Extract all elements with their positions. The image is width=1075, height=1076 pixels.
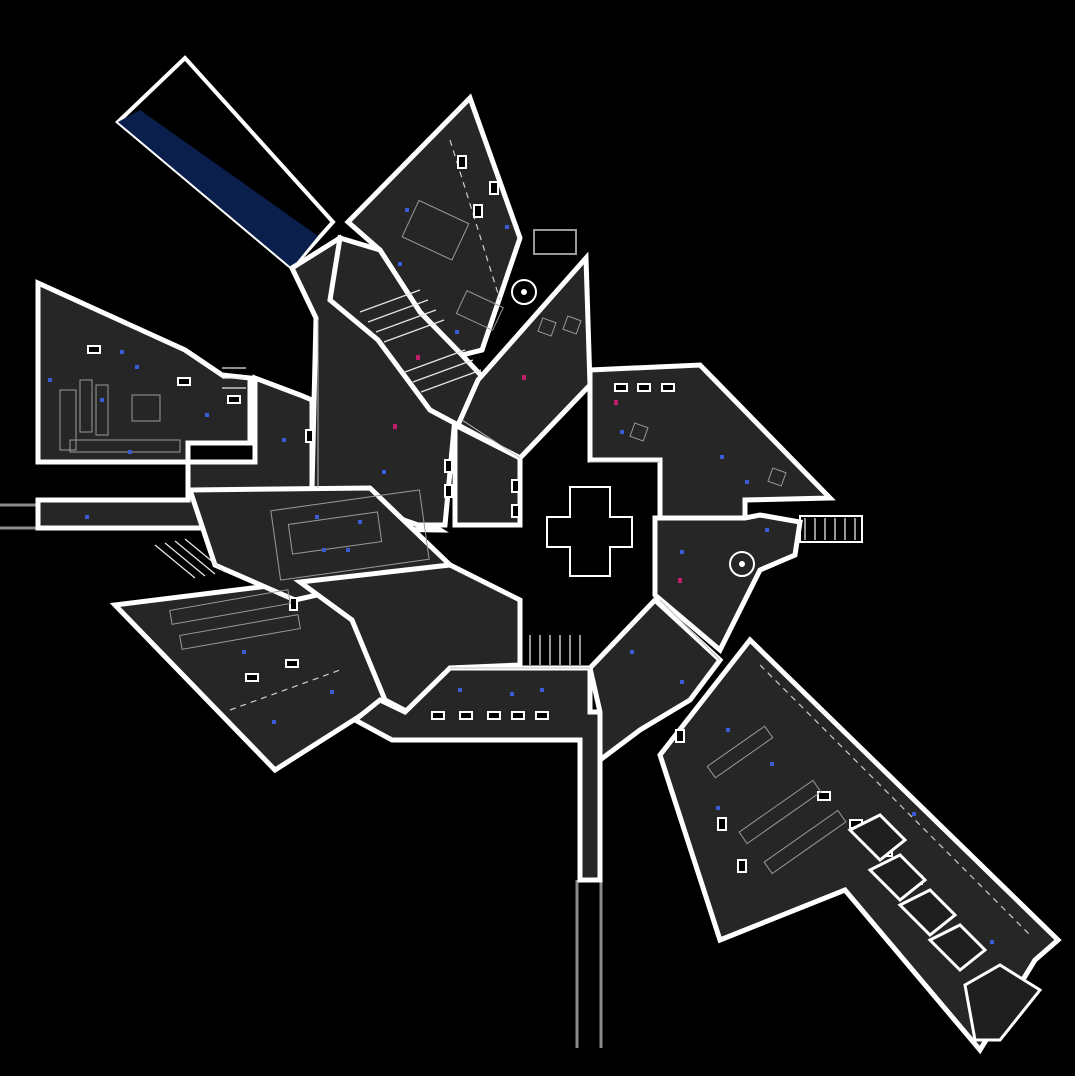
wing-west-upper — [35, 279, 253, 465]
access-road-west — [0, 503, 40, 530]
building-shell — [35, 93, 1062, 1055]
access-road-south — [575, 880, 603, 1048]
accent-markers — [393, 355, 682, 583]
hall-central-north — [452, 420, 523, 528]
stair-east-frame — [799, 515, 863, 543]
service-rooms-southeast — [847, 813, 1043, 1042]
water-wedge-fill — [118, 110, 318, 268]
straight-stair-icon — [154, 289, 856, 665]
lobby-northeast — [454, 251, 593, 462]
spiral-stair-icon — [511, 279, 755, 577]
cross-void-icon — [546, 486, 633, 577]
stair-northeast-frame — [533, 229, 577, 255]
water-wedge — [115, 55, 336, 271]
furniture — [59, 199, 847, 875]
lobby-east — [652, 512, 803, 654]
hall-southeast — [587, 596, 724, 765]
